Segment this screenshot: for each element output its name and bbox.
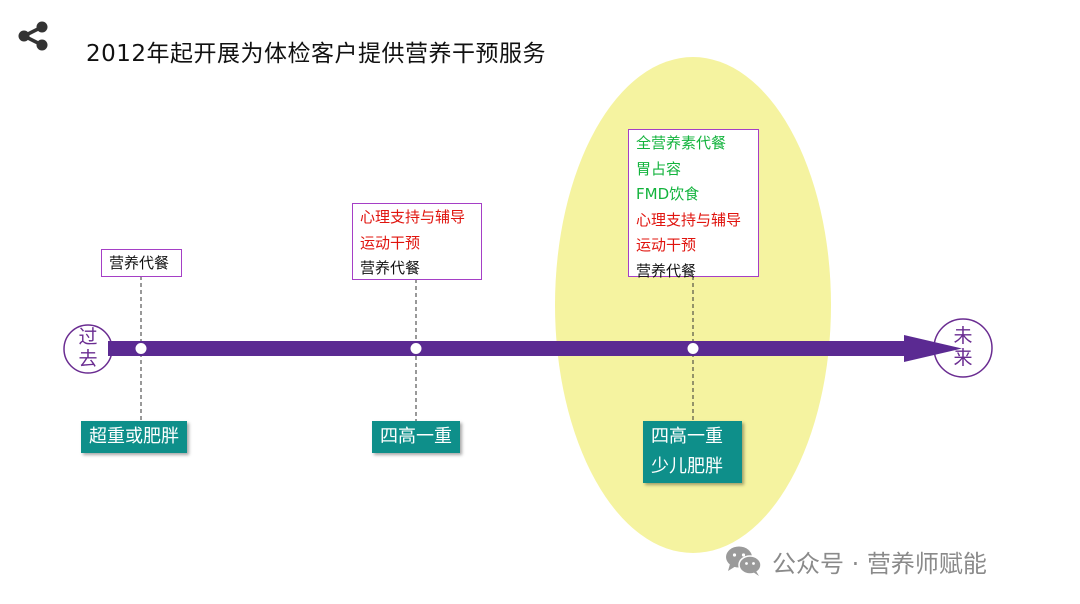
watermark: 公众号 · 营养师赋能	[724, 544, 987, 578]
service-item: 营养代餐	[360, 259, 421, 277]
past-label: 过去	[78, 326, 98, 370]
target-label: 四高一重	[380, 426, 452, 447]
service-item: 营养代餐	[109, 254, 170, 272]
timeline-bar	[108, 341, 908, 356]
wechat-icon	[726, 546, 762, 576]
service-box-stage-2: 心理支持与辅导 运动干预 营养代餐	[352, 203, 482, 280]
service-item: 全营养素代餐	[636, 134, 727, 152]
service-item: 运动干预	[360, 233, 421, 252]
target-label: 四高一重	[651, 426, 723, 447]
service-box-stage-3: 全营养素代餐 胃占容 FMD饮食 心理支持与辅导 运动干预 营养代餐	[628, 129, 759, 280]
service-box-stage-1: 营养代餐	[101, 249, 182, 277]
milestone-dot-3	[686, 342, 700, 355]
service-item: 运动干预	[636, 236, 697, 254]
future-label: 未来	[953, 325, 973, 369]
target-label: 少儿肥胖	[651, 456, 723, 477]
service-item: 胃占容	[636, 159, 682, 178]
target-tag-stage-3: 四高一重 少儿肥胖	[643, 421, 742, 483]
service-item: FMD饮食	[636, 185, 700, 203]
share-icon[interactable]	[16, 19, 50, 53]
timeline-arrowhead	[904, 335, 962, 362]
service-item: 心理支持与辅导	[636, 210, 742, 229]
watermark-text: 公众号 · 营养师赋能	[772, 549, 987, 578]
milestone-dot-2	[409, 342, 423, 355]
target-label: 超重或肥胖	[89, 426, 179, 447]
target-tag-stage-2: 四高一重	[372, 421, 460, 453]
service-item: 心理支持与辅导	[360, 208, 466, 226]
page-title: 2012年起开展为体检客户提供营养干预服务	[86, 41, 547, 67]
milestone-dot-1	[134, 342, 148, 355]
service-item: 营养代餐	[636, 261, 697, 280]
target-tag-stage-1: 超重或肥胖	[81, 421, 187, 453]
